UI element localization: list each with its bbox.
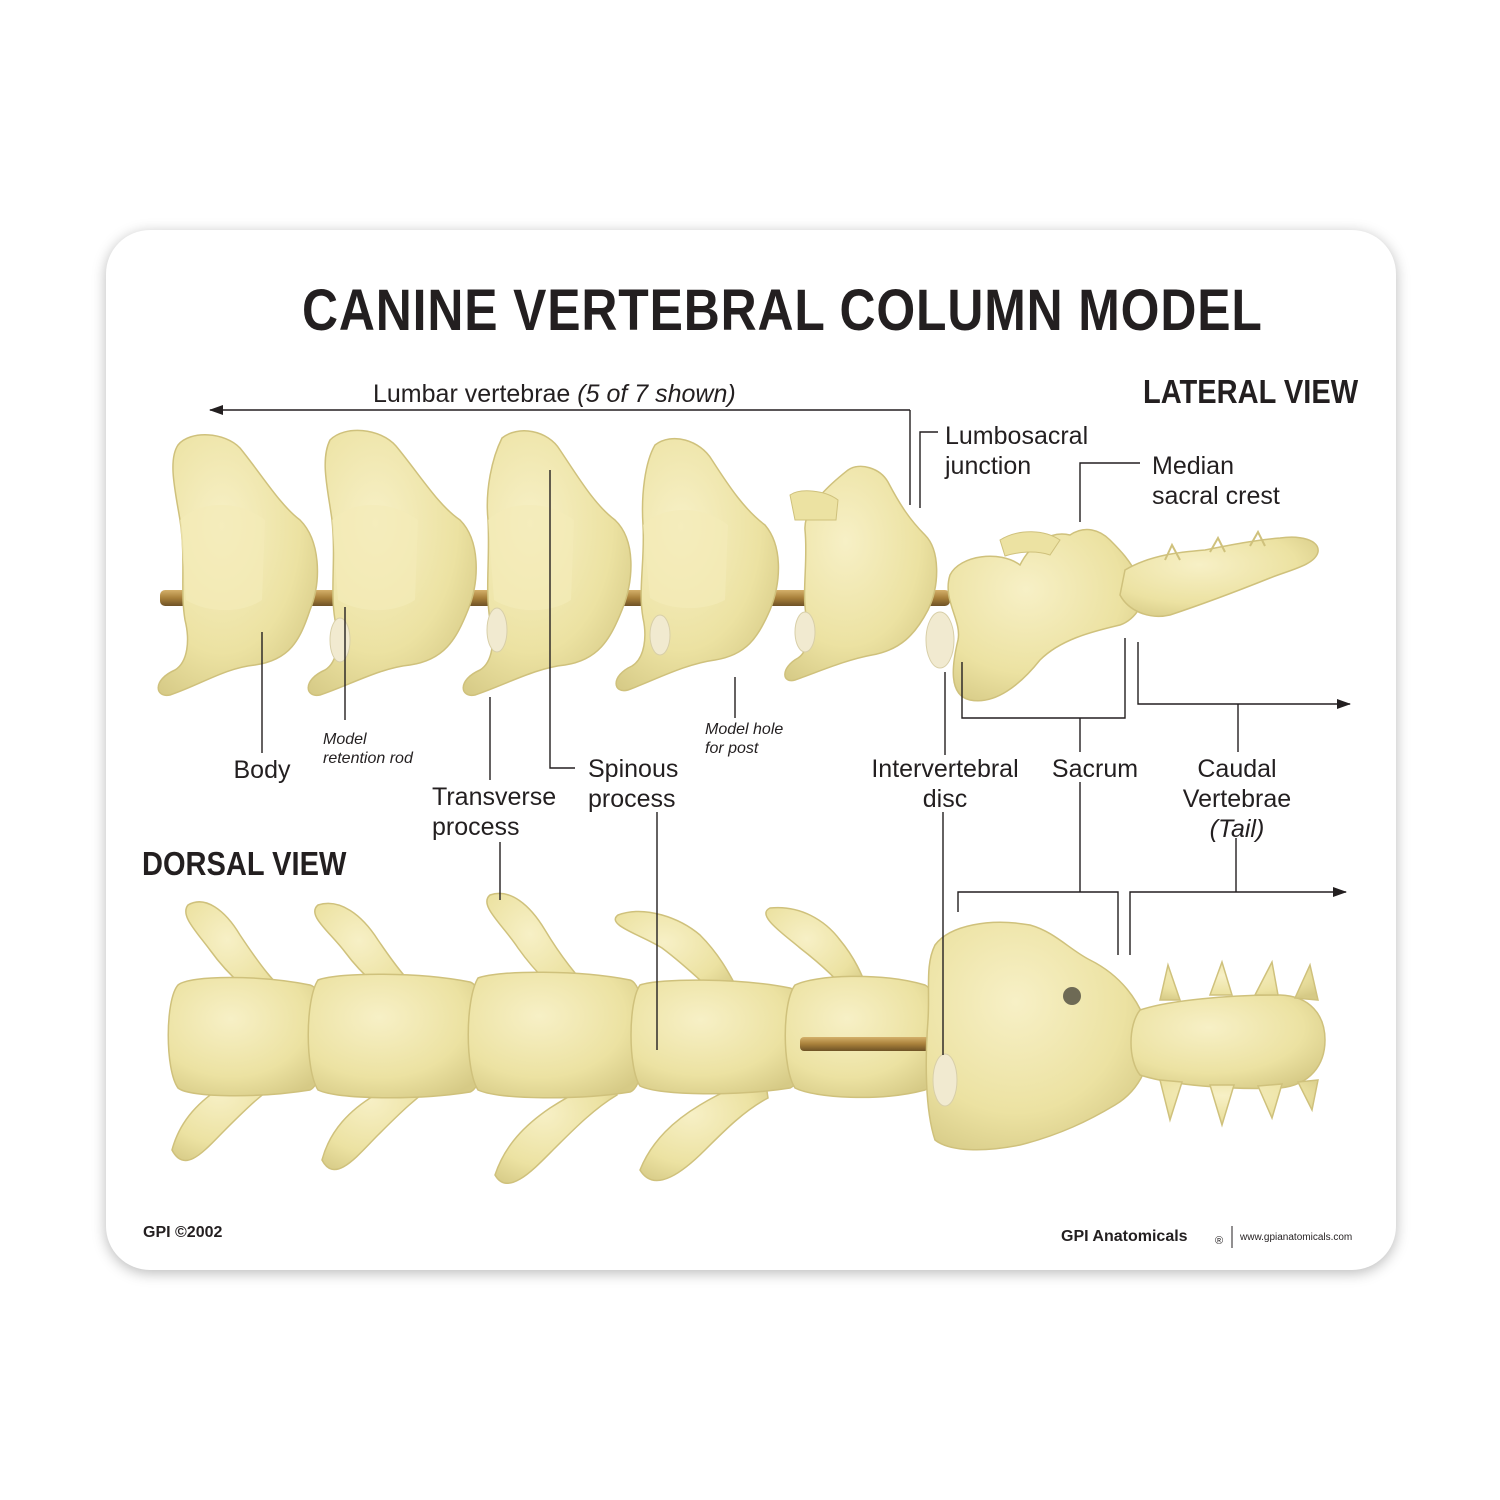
- dorsal-caudal-vertebrae: [1130, 959, 1326, 1128]
- median-crest-label: Median sacral crest: [1152, 451, 1280, 511]
- transverse-line2: process: [432, 813, 520, 841]
- dorsal-view-heading: DORSAL VIEW: [142, 845, 347, 882]
- median-line1: Median: [1152, 452, 1234, 480]
- transverse-process-label: Transverse process: [432, 782, 556, 842]
- median-line2: sacral crest: [1152, 482, 1280, 510]
- retention-line2: retention rod: [323, 750, 413, 767]
- lumbosacral-label: Lumbosacral junction: [945, 421, 1088, 481]
- lumbar-label-text: Lumbar vertebrae: [373, 380, 571, 408]
- sacrum-bracket-dorsal: [957, 891, 1119, 955]
- sacrum-bracket-lateral: [961, 638, 1126, 719]
- lateral-view-heading: LATERAL VIEW: [1143, 373, 1359, 410]
- ivdisc-line1: Intervertebral: [871, 755, 1019, 783]
- median-crest-leader: [1079, 462, 1140, 522]
- lateral-sacrum: [947, 528, 1144, 702]
- brand-name: GPI Anatomicals: [1061, 1228, 1188, 1245]
- lumbosacral-line1: Lumbosacral: [945, 422, 1089, 450]
- lateral-vertebra: [462, 430, 632, 696]
- lateral-vertebra: [307, 429, 477, 696]
- registered-mark: ®: [1215, 1235, 1224, 1247]
- caudal-line3: (Tail): [1209, 815, 1265, 843]
- lateral-vertebra: [157, 434, 319, 696]
- leader-lines: [209, 405, 1351, 1055]
- caudal-vertebrae-label: Caudal Vertebrae (Tail): [1170, 754, 1304, 844]
- dorsal-sacrum: [925, 921, 1151, 1151]
- lateral-vertebra: [784, 465, 938, 682]
- spinous-line2: process: [588, 785, 676, 813]
- lateral-caudal-vertebrae: [1119, 529, 1319, 617]
- retention-rod-label: Model retention rod: [323, 730, 413, 768]
- lateral-model: [157, 429, 1319, 702]
- sacrum-label: Sacrum: [1051, 755, 1139, 783]
- page-title: CANINE VERTEBRAL COLUMN MODEL: [302, 278, 1263, 343]
- ivdisc-line2: disc: [922, 785, 968, 813]
- intervertebral-disc-label: Intervertebral disc: [865, 754, 1025, 814]
- lateral-vertebra: [615, 437, 780, 692]
- caudal-leader-lateral: [1137, 642, 1351, 709]
- dorsal-intervertebral-disc: [932, 1053, 958, 1107]
- hole-line1: Model hole: [705, 721, 784, 738]
- retention-line1: Model: [323, 731, 367, 748]
- caudal-line2: Vertebrae: [1182, 785, 1292, 813]
- caudal-line1: Caudal: [1197, 755, 1277, 783]
- caudal-leader-dorsal: [1129, 887, 1347, 955]
- spinous-line1: Spinous: [588, 755, 679, 783]
- hole-line2: for post: [705, 740, 759, 757]
- body-label: Body: [233, 756, 291, 784]
- copyright-text: GPI ©2002: [143, 1224, 223, 1241]
- spinous-process-label: Spinous process: [588, 754, 678, 814]
- lumbar-label: Lumbar vertebrae (5 of 7 shown): [373, 379, 736, 409]
- lumbosacral-leader: [919, 431, 938, 508]
- spinous-leader-lateral: [549, 470, 575, 769]
- transverse-line1: Transverse: [432, 783, 557, 811]
- dorsal-model: [167, 892, 1326, 1184]
- model-hole-label: Model hole for post: [705, 720, 783, 758]
- website-url: www.gpianatomicals.com: [1240, 1232, 1353, 1243]
- lumbosacral-line2: junction: [945, 452, 1032, 480]
- lumbar-note: (5 of 7 shown): [577, 380, 736, 408]
- dorsal-vertebral-bodies: [167, 971, 941, 1099]
